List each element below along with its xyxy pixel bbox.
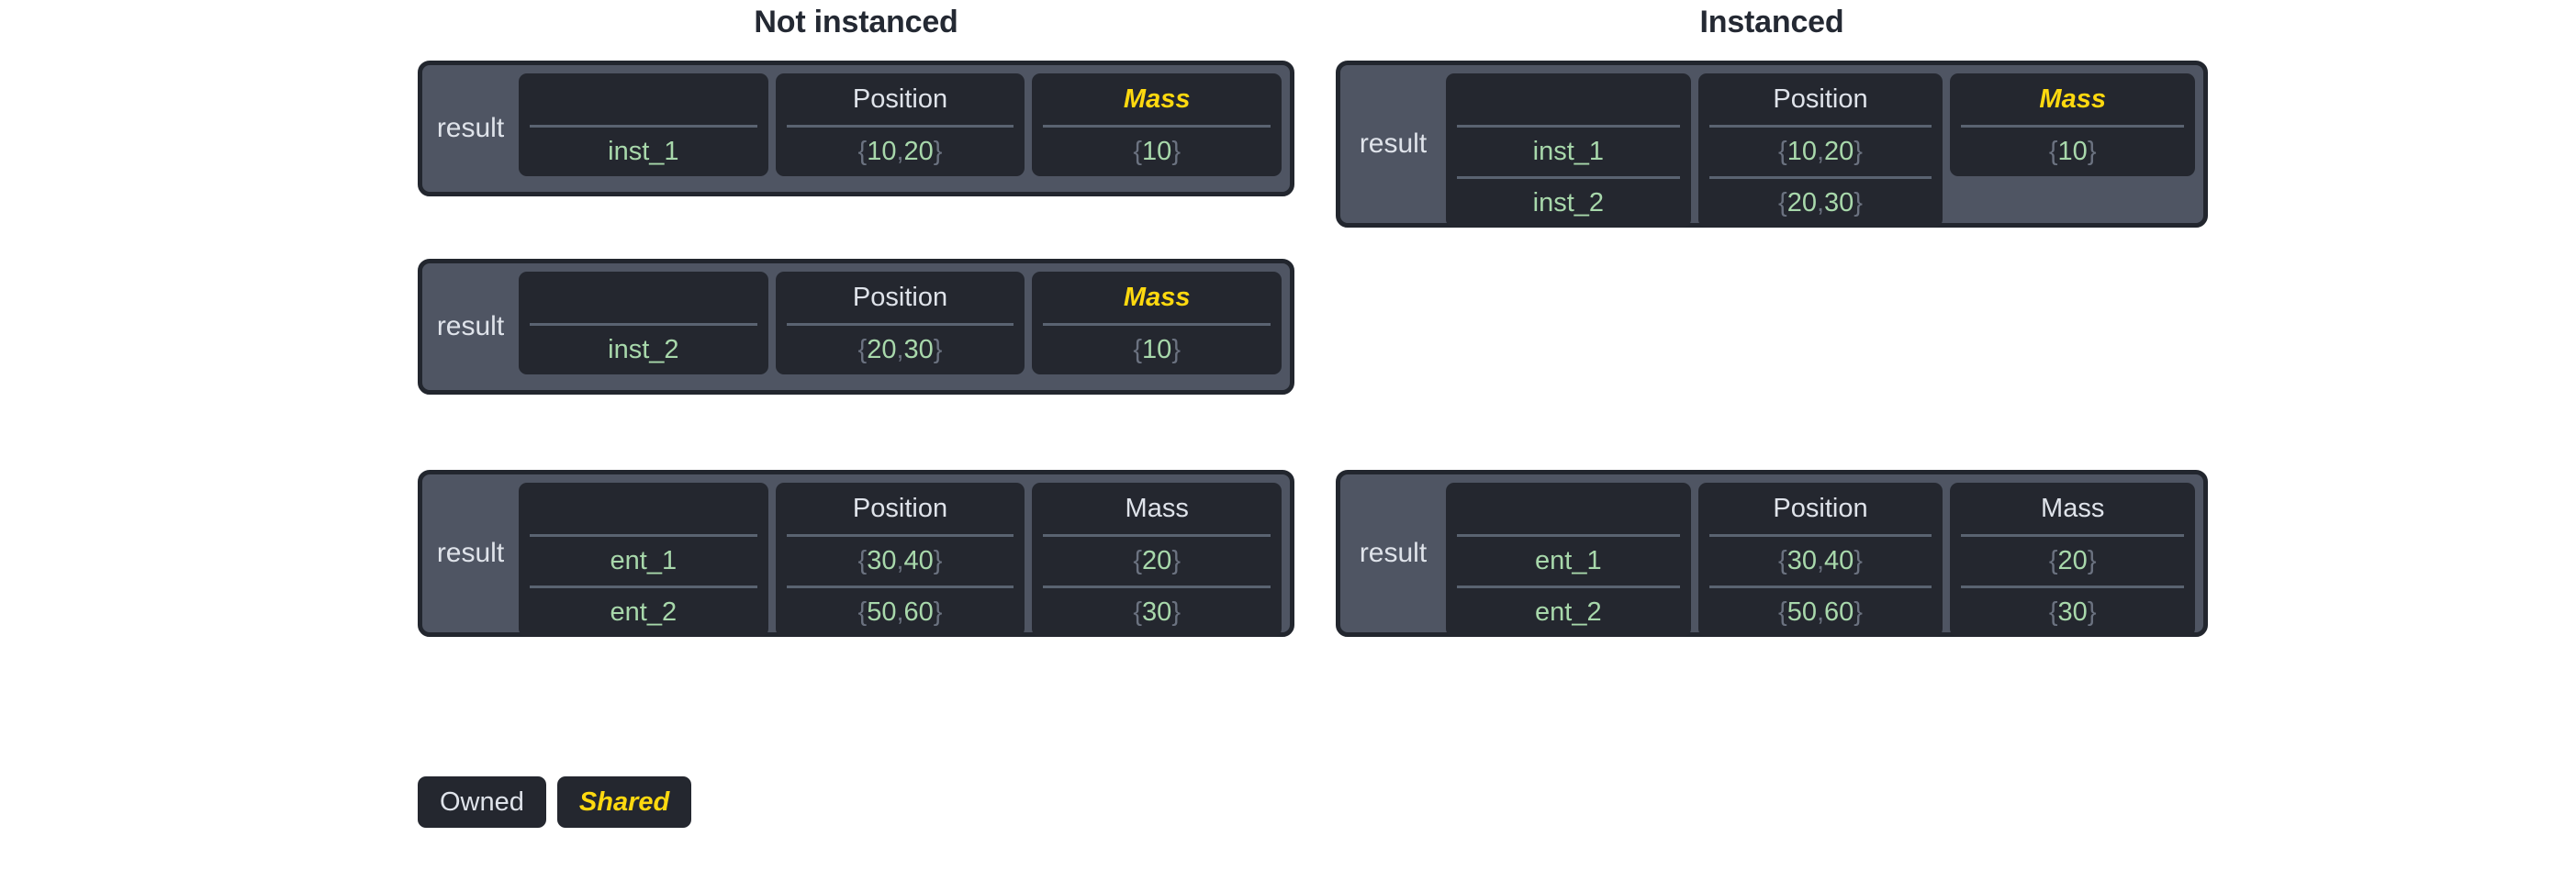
component-value: {50, 60} [786, 586, 1014, 637]
component-cell-shared: Mass {10} [1950, 73, 2196, 176]
component-value: ent_2 [1457, 586, 1680, 637]
component-header: Mass [1123, 282, 1191, 312]
component-value: {20} [1961, 534, 2185, 586]
component-value: {10, 20} [786, 125, 1014, 176]
entity-table: result inst_2 Position {20, 30} Mass {10} [418, 259, 1294, 395]
component-value: ent_1 [530, 534, 757, 586]
component-value: {10} [1961, 125, 2185, 176]
component-cell-owned: Position {30, 40}{50, 60} [775, 483, 1025, 637]
legend-chip-shared: Shared [556, 776, 692, 828]
component-cell-owned: inst_2 [519, 272, 768, 374]
component-value: {30} [1961, 586, 2185, 637]
component-value: {20, 30} [786, 323, 1014, 374]
table-label: result [436, 538, 505, 568]
table-label: result [436, 113, 505, 143]
component-value: ent_1 [1457, 534, 1680, 586]
component-cell-owned: Position {10, 20} [775, 73, 1025, 176]
table-label: result [436, 311, 505, 341]
component-header: Mass [1125, 493, 1189, 523]
component-header: Mass [1123, 84, 1191, 114]
component-header: Position [852, 84, 948, 114]
component-header: Position [852, 493, 948, 523]
component-cell-shared: Mass {10} [1032, 272, 1282, 374]
component-cell-owned: Mass {20}{30} [1950, 483, 2196, 637]
component-cell-owned: Position {10, 20}{20, 30} [1697, 73, 1943, 228]
component-value: {10, 20} [1708, 125, 1932, 176]
component-header [530, 73, 757, 125]
component-value: inst_2 [1457, 176, 1680, 228]
component-value: {50, 60} [1708, 586, 1932, 637]
component-value: {30} [1043, 586, 1271, 637]
component-value: inst_1 [530, 125, 757, 176]
component-columns: inst_2 Position {20, 30} Mass {10} [519, 263, 1290, 390]
column-title-instanced: Instanced [1699, 5, 1844, 39]
component-header [1457, 73, 1680, 125]
component-columns: inst_1 Position {10, 20} Mass {10} [519, 65, 1290, 192]
component-header: Mass [2041, 493, 2105, 523]
legend-chip-owned: Owned [418, 776, 546, 828]
component-value: {10} [1043, 323, 1271, 374]
column-title-not-instanced: Not instanced [754, 5, 958, 39]
component-header [530, 483, 757, 534]
component-value: inst_2 [530, 323, 757, 374]
entity-table: result inst_1 Position {10, 20} Mass {10} [418, 61, 1294, 196]
component-header: Mass [2039, 84, 2106, 114]
component-cell-shared: Mass {10} [1032, 73, 1282, 176]
component-cell-owned: inst_1 [519, 73, 768, 176]
component-value: inst_1 [1457, 125, 1680, 176]
component-cell-owned: Position {20, 30} [775, 272, 1025, 374]
component-header [530, 272, 757, 323]
component-header [1457, 483, 1680, 534]
component-header: Position [1773, 84, 1868, 114]
component-value: {20} [1043, 534, 1271, 586]
table-label: result [1359, 128, 1428, 159]
component-value: {20, 30} [1708, 176, 1932, 228]
component-cell-owned: Mass {20}{30} [1032, 483, 1282, 637]
component-value: {10} [1043, 125, 1271, 176]
component-value: {30, 40} [786, 534, 1014, 586]
table-label: result [1359, 538, 1428, 568]
component-value: ent_2 [530, 586, 757, 637]
component-value: {30, 40} [1708, 534, 1932, 586]
component-cell-owned: Position {30, 40}{50, 60} [1697, 483, 1943, 637]
component-header: Position [852, 282, 948, 312]
component-header: Position [1773, 493, 1868, 523]
